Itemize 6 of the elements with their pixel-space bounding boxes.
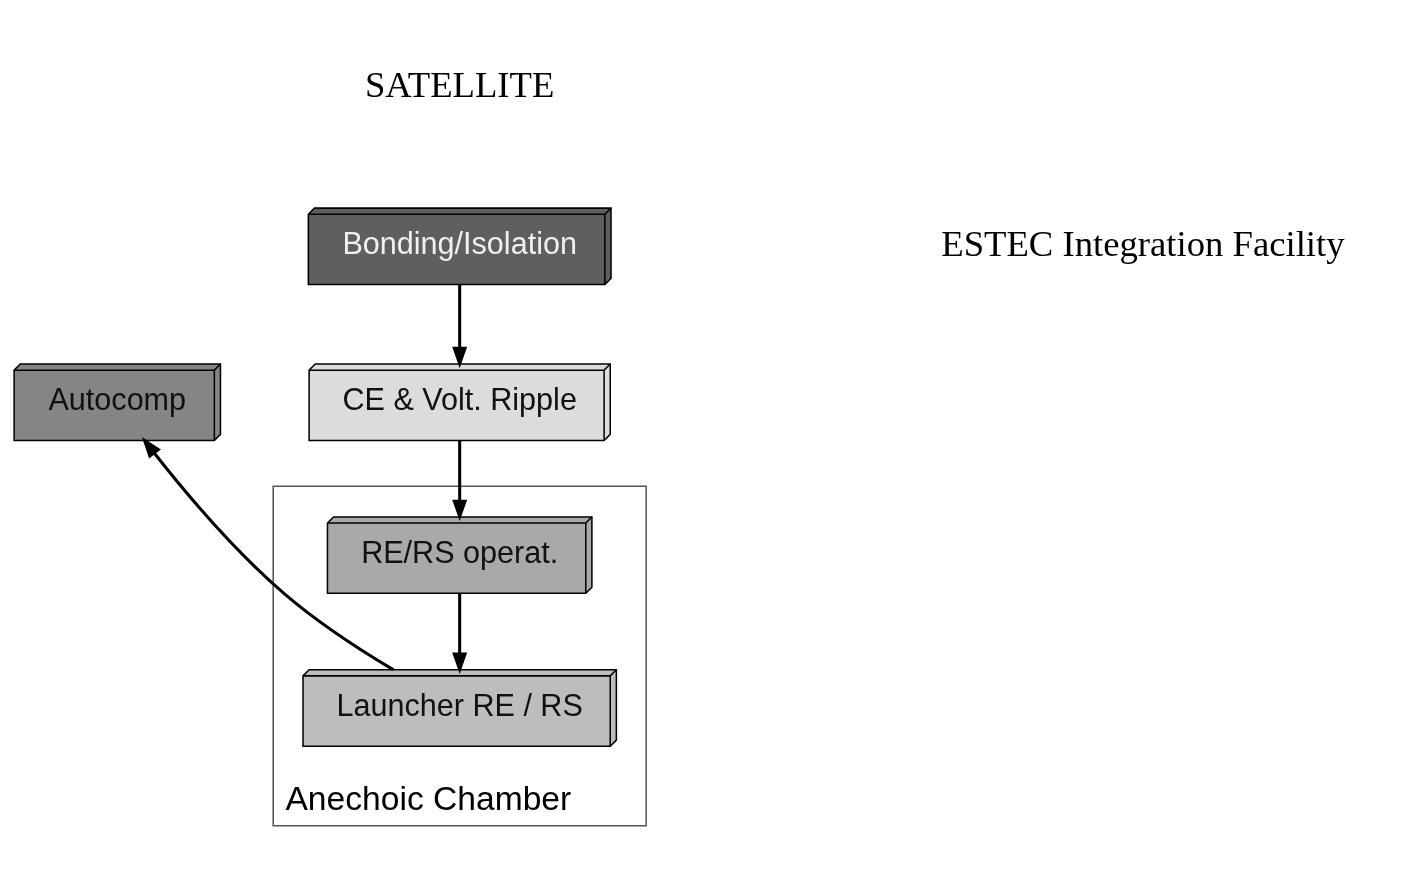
arrow xyxy=(141,437,394,671)
label: SATELLITE xyxy=(364,63,555,105)
arrow xyxy=(452,440,468,522)
arrow xyxy=(452,284,468,369)
arrow xyxy=(452,593,468,674)
label: ESTEC Integration Facility xyxy=(941,222,1345,264)
